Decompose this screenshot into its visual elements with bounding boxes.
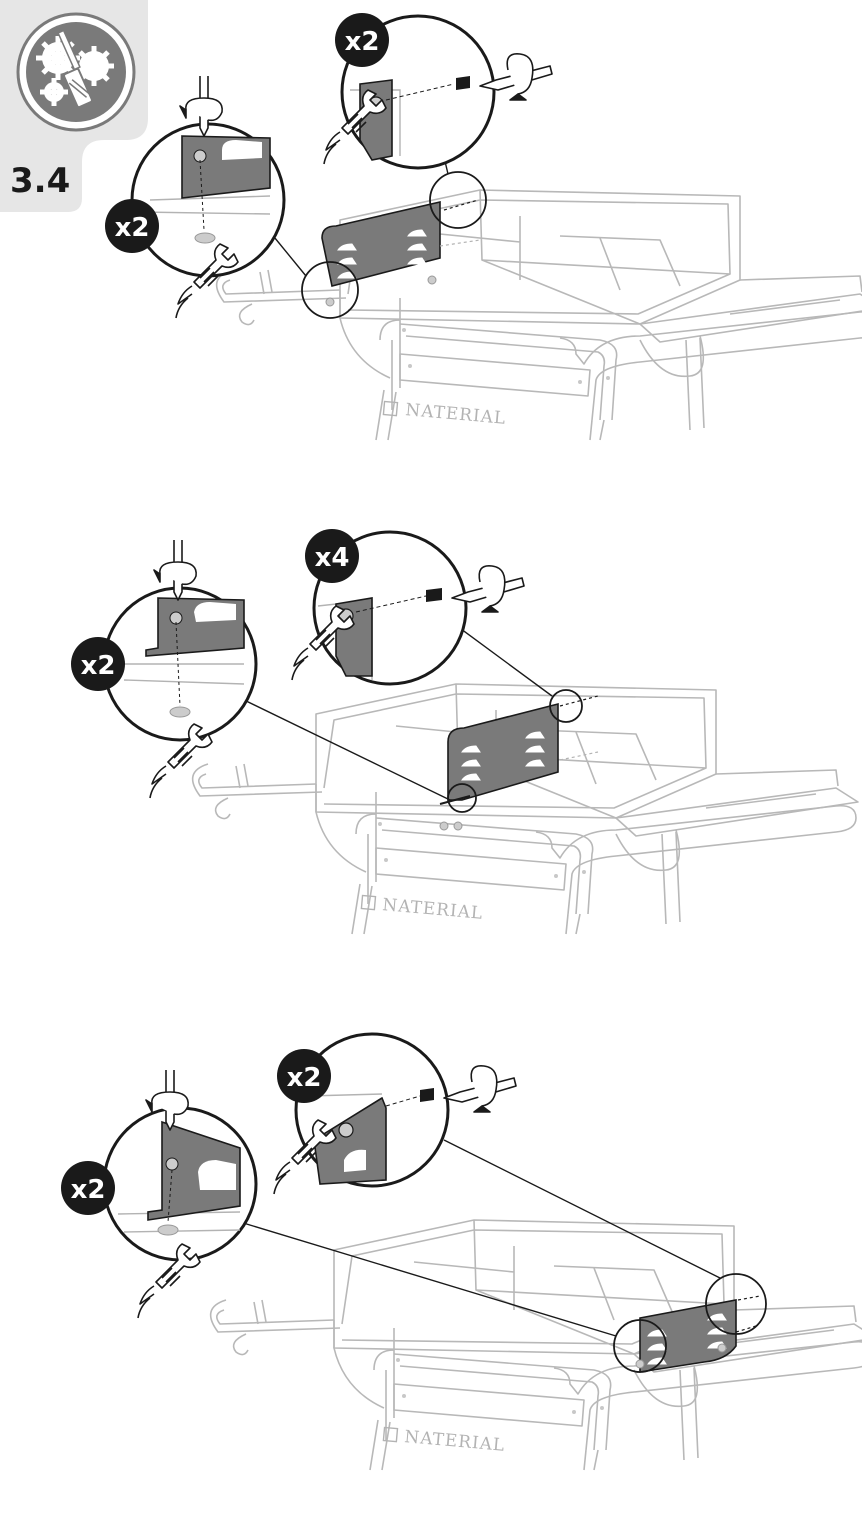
callout-left: x2 — [105, 75, 286, 319]
step-header: 3.4 — [0, 0, 148, 212]
leader-line — [443, 1139, 721, 1279]
hole-marker — [717, 1343, 727, 1353]
screw-icon — [456, 76, 470, 90]
leader-line — [269, 231, 307, 277]
hint-line — [439, 239, 481, 247]
assembly-panel-3: NATERIAL x2 — [61, 1032, 862, 1471]
count-badge — [335, 13, 389, 67]
hint-line — [559, 695, 599, 707]
leader-line — [239, 1221, 617, 1337]
callout-right: x2 — [273, 1032, 517, 1195]
count-label: x2 — [81, 651, 116, 681]
callout-right: x4 — [291, 529, 525, 686]
grill-outline — [215, 189, 862, 441]
count-badge — [305, 529, 359, 583]
hole-marker — [439, 821, 449, 831]
brand-logo-icon — [382, 400, 399, 417]
callout-right: x2 — [323, 13, 553, 170]
side-panel — [439, 702, 559, 805]
grill-brand-label: NATERIAL — [405, 400, 507, 429]
detail-ring — [447, 783, 477, 813]
hole-marker — [635, 1359, 645, 1369]
hole-marker — [453, 821, 463, 831]
screw-icon — [426, 588, 442, 602]
panel-detail — [147, 1120, 241, 1221]
grill-brand-label: NATERIAL — [404, 1427, 506, 1456]
detail-ring — [613, 1319, 667, 1373]
screwdriver-icon — [443, 1065, 517, 1113]
hint-line — [443, 199, 479, 211]
nut-icon — [169, 706, 191, 718]
detail-ring — [705, 1273, 767, 1335]
hole-marker — [427, 275, 437, 285]
count-badge — [105, 199, 159, 253]
callout-left: x2 — [61, 1069, 258, 1319]
detail-ring — [429, 171, 487, 229]
detail-ring — [549, 689, 583, 723]
tools-gears-icon — [36, 29, 114, 109]
detail-ring — [301, 261, 359, 319]
panel-detail — [313, 1096, 387, 1185]
nut-icon — [194, 232, 216, 244]
brand-logo-icon — [360, 894, 377, 911]
count-label: x4 — [315, 543, 350, 573]
assembly-panel-2: NATERIAL x2 — [71, 529, 859, 935]
count-label: x2 — [287, 1063, 322, 1093]
count-label: x2 — [115, 213, 150, 243]
hint-line — [737, 1295, 761, 1301]
count-badge — [61, 1161, 115, 1215]
assembly-panel-1: NATERIAL x2 — [105, 13, 862, 441]
step-number: 3.4 — [10, 161, 70, 201]
callout-left: x2 — [71, 539, 258, 799]
hole-marker — [325, 297, 335, 307]
brand-logo-icon — [382, 1426, 399, 1443]
side-panel — [321, 200, 441, 287]
nut-icon — [157, 1224, 179, 1236]
screw-icon — [420, 1088, 434, 1102]
leader-line — [239, 697, 451, 801]
hint-line — [559, 751, 599, 761]
grill-outline — [209, 1219, 862, 1471]
count-label: x2 — [71, 1175, 106, 1205]
count-badge — [71, 637, 125, 691]
grill-brand-label: NATERIAL — [382, 895, 484, 924]
count-badge — [277, 1049, 331, 1103]
count-label: x2 — [345, 27, 380, 57]
